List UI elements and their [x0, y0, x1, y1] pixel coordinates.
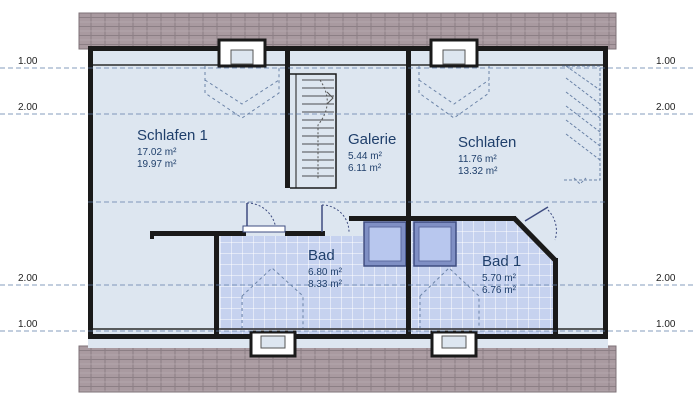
room-area-net: 6.80 m²	[308, 267, 343, 278]
dormer-top-left	[217, 38, 267, 68]
height-lines	[0, 67, 696, 332]
height-label-bottom-1-right: 1.00	[656, 319, 676, 330]
dormer-bottom-left	[249, 330, 297, 358]
room-area-net: 11.76 m²	[458, 154, 497, 165]
room-area-gross: 8.33 m²	[308, 279, 343, 290]
shower-tray-bad	[363, 221, 407, 267]
door-bad1[interactable]	[524, 206, 557, 241]
room-name: Bad	[308, 247, 335, 264]
roof-top	[78, 12, 617, 50]
room-name: Schlafen	[458, 134, 516, 151]
room-schlafen: Schlafen 11.76 m² 13.32 m²	[458, 134, 516, 177]
room-area-gross: 19.97 m²	[137, 159, 177, 170]
room-name: Galerie	[348, 131, 396, 148]
height-label-top-2-right: 2.00	[656, 102, 676, 113]
room-area-net: 5.44 m²	[348, 151, 383, 162]
room-area-gross: 13.32 m²	[458, 166, 498, 177]
roof-slope-outlines	[204, 66, 490, 328]
room-area-gross: 6.11 m²	[348, 163, 382, 174]
room-name: Bad 1	[482, 253, 521, 270]
outer-walls	[88, 46, 608, 339]
staircase-right	[562, 65, 601, 185]
door-schlafen1[interactable]	[242, 202, 286, 233]
staircase	[290, 73, 337, 189]
room-area-net: 17.02 m²	[137, 147, 177, 158]
interior-walls	[150, 51, 558, 337]
shower-tray-bad1	[413, 221, 457, 267]
roof-bottom	[78, 345, 617, 393]
height-label-top-1-right: 1.00	[656, 56, 676, 67]
height-label-top-2: 2.00	[18, 102, 38, 113]
height-label-bottom-2: 2.00	[18, 273, 38, 284]
dormer-top-right	[429, 38, 479, 68]
height-label-bottom-2-right: 2.00	[656, 273, 676, 284]
height-label-bottom-1: 1.00	[18, 319, 38, 330]
room-area-gross: 6.76 m²	[482, 285, 517, 296]
room-galerie: Galerie 5.44 m² 6.11 m²	[348, 131, 396, 174]
room-area-net: 5.70 m²	[482, 273, 517, 284]
room-bad: Bad 6.80 m² 8.33 m²	[308, 247, 343, 290]
door-bad[interactable]	[321, 204, 350, 233]
dormer-bottom-right	[430, 330, 478, 358]
height-label-top-1: 1.00	[18, 56, 38, 67]
room-bad-1: Bad 1 5.70 m² 6.76 m²	[482, 253, 521, 296]
room-schlafen-1: Schlafen 1 17.02 m² 19.97 m²	[137, 127, 208, 170]
room-name: Schlafen 1	[137, 127, 208, 144]
